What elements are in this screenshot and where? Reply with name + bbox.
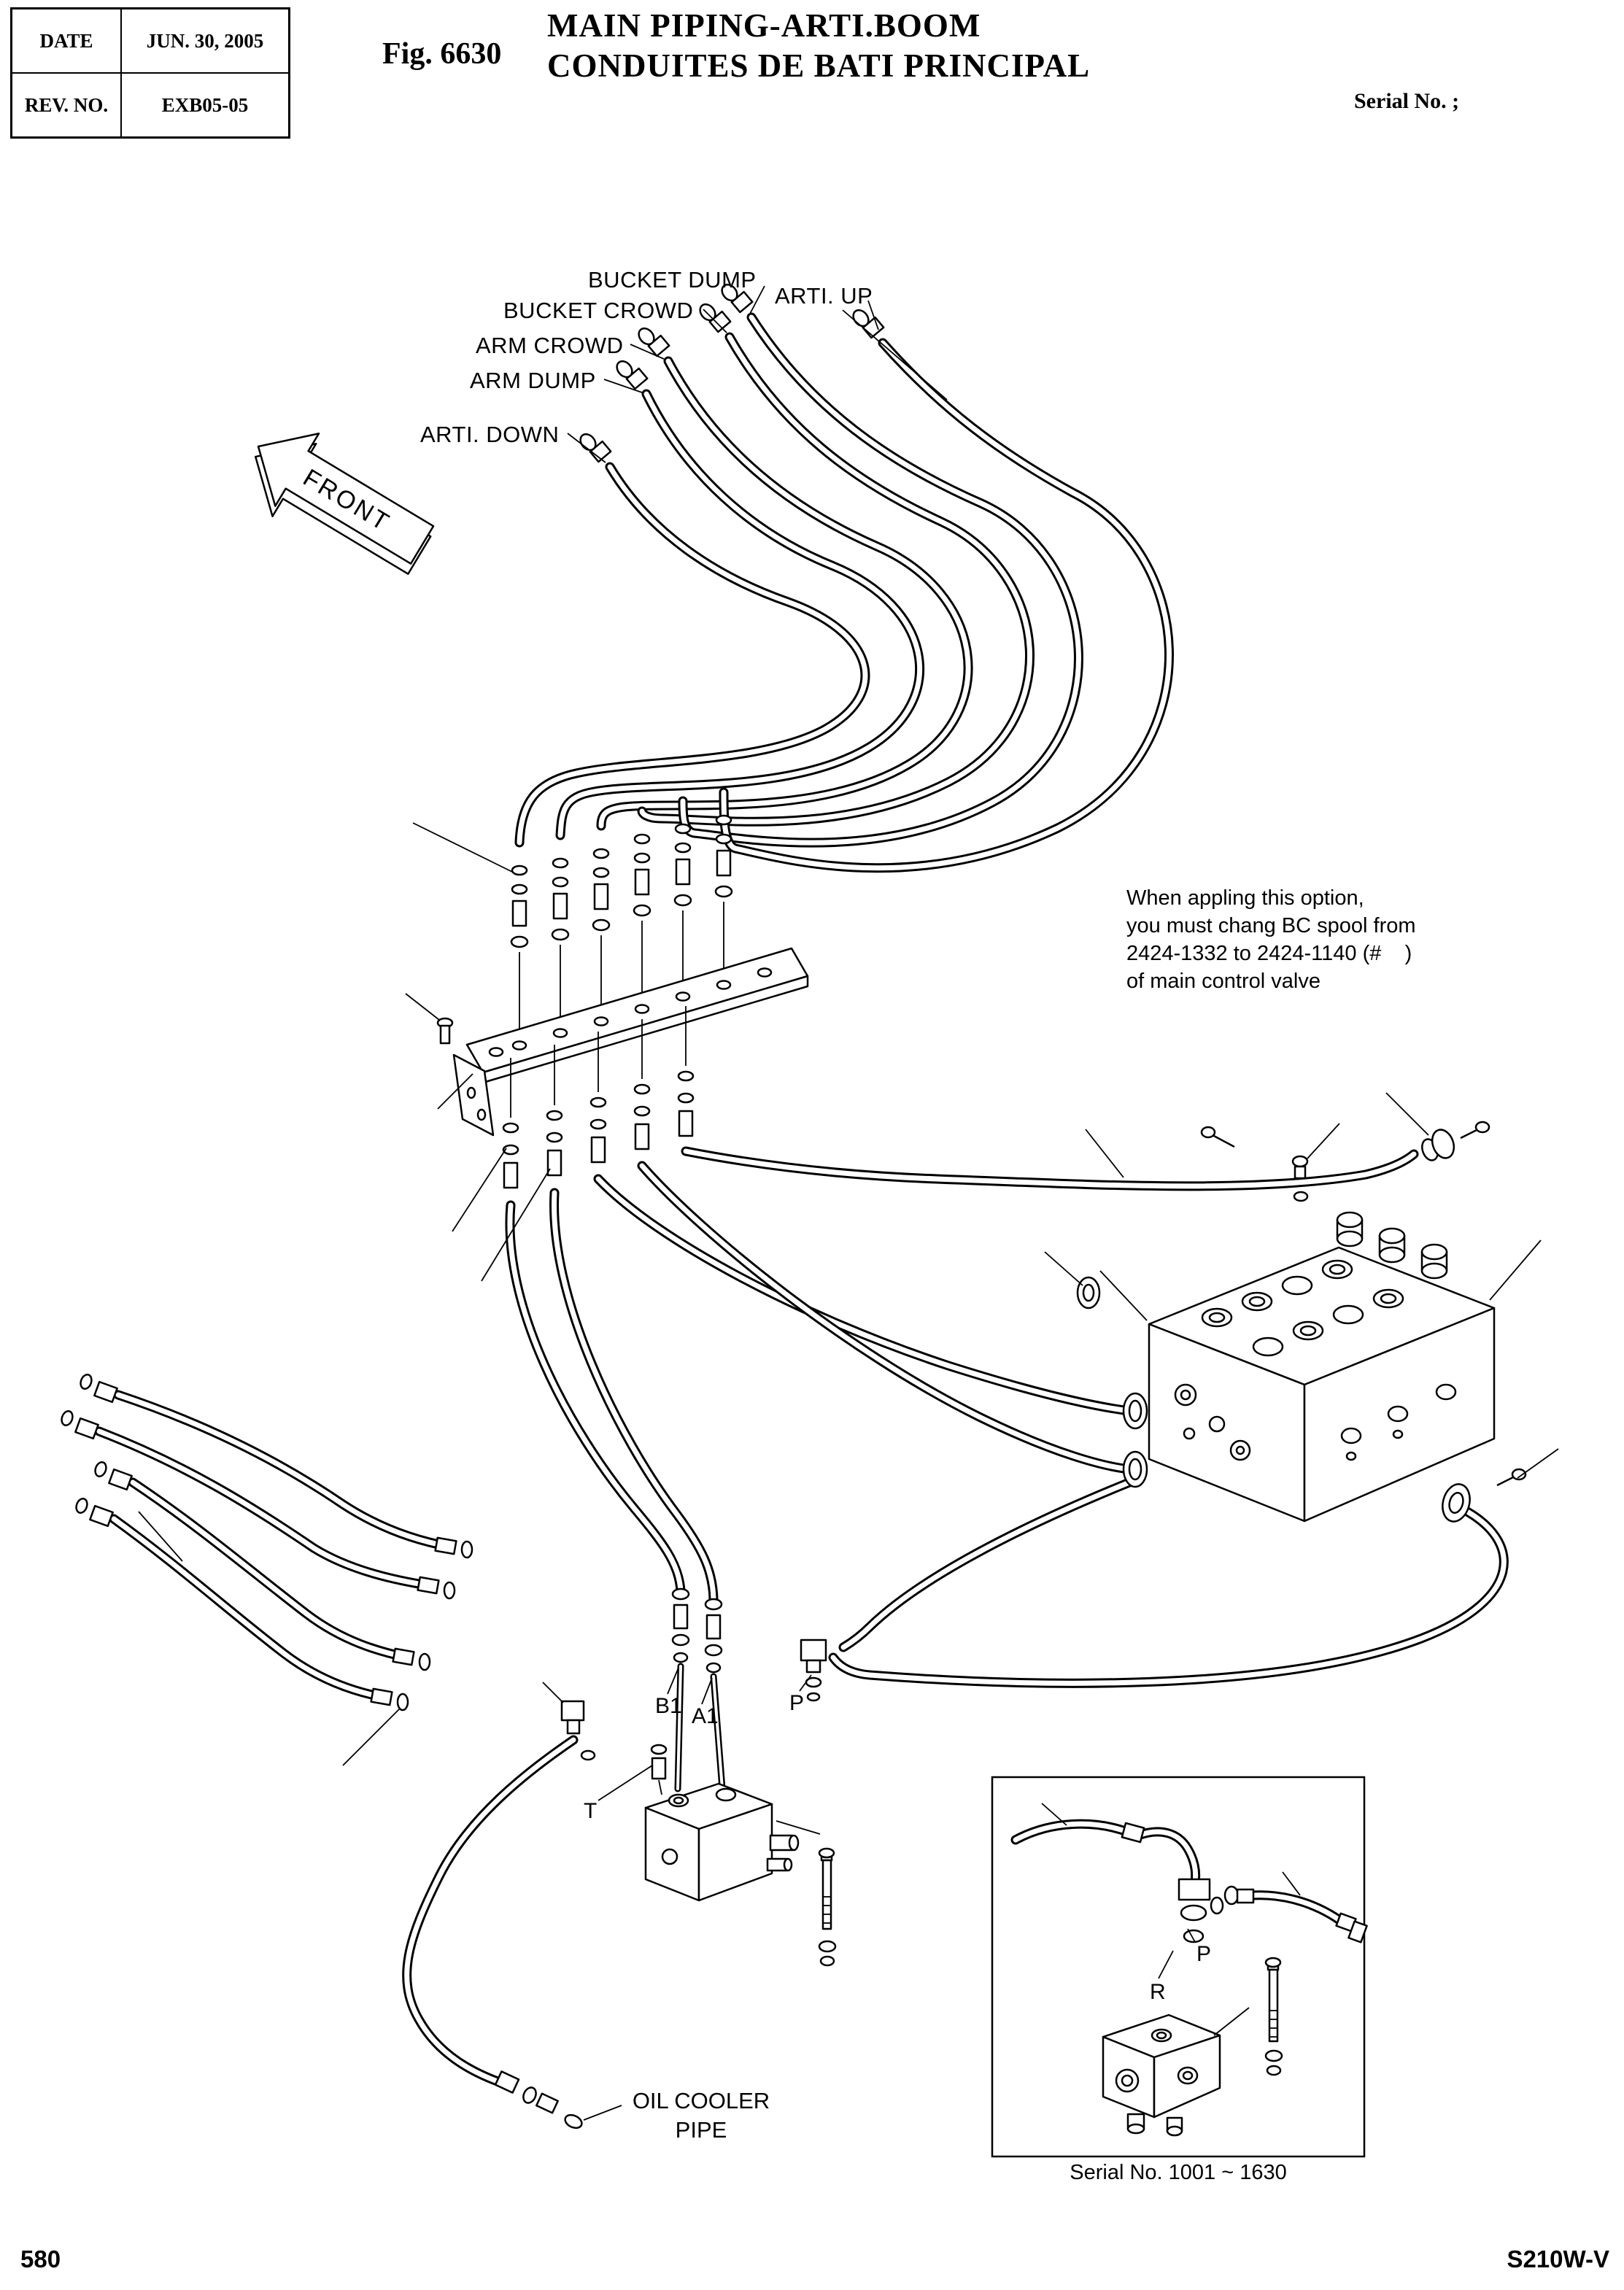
- inset-port-label-r: R: [1150, 1980, 1166, 2004]
- hose-end-fitting: [579, 283, 885, 463]
- label-bucket-dump: BUCKET DUMP: [588, 267, 757, 293]
- option-note: When appling this option, you must chang…: [1126, 884, 1416, 995]
- revision-row-date: DATE JUN. 30, 2005: [12, 9, 288, 72]
- valve-top-caps: [1336, 1211, 1448, 1280]
- inset-bolt: [1264, 1957, 1283, 2076]
- plug-fitting: [1291, 1155, 1309, 1202]
- plate-bolt: [436, 1017, 454, 1045]
- plate-fitting-stacks-upper: [510, 814, 733, 1037]
- port-label-p: P: [789, 1691, 804, 1715]
- page-title-fr: CONDUITES DE BATI PRINCIPAL: [547, 47, 1091, 84]
- page-number: 580: [20, 2245, 61, 2272]
- date-label: DATE: [12, 9, 122, 72]
- valve-left-ports: [1122, 1392, 1148, 1488]
- inset-hoses: [1016, 1823, 1368, 1943]
- valve-top-ports: [1201, 1259, 1404, 1357]
- inset-box: P R: [991, 1776, 1368, 2158]
- plate-fitting-stacks-lower: [502, 1006, 695, 1189]
- manifold-plate: [436, 947, 809, 1137]
- oil-cooler-pipe: [407, 1700, 596, 2130]
- port-label-b1: B1: [655, 1694, 682, 1718]
- note-line-3: 2424-1332 to 2424-1140 (# ): [1126, 942, 1412, 965]
- revno-label: REV. NO.: [12, 74, 122, 136]
- figure-number: Fig. 6630: [382, 37, 502, 71]
- valve-face-ports: [1174, 1383, 1457, 1461]
- flange-fitting: [1421, 1121, 1490, 1161]
- model-code: S210W-V: [1507, 2245, 1609, 2272]
- note-line-2: you must chang BC spool from: [1126, 914, 1416, 937]
- oil-cooler-line-1: OIL COOLER: [632, 2088, 770, 2113]
- front-arrow: FRONT: [254, 432, 435, 575]
- inset-valve: [1102, 2014, 1221, 2137]
- revision-row-revno: REV. NO. EXB05-05: [12, 72, 288, 136]
- date-value: JUN. 30, 2005: [146, 29, 264, 52]
- leader-lines: [138, 285, 1559, 2121]
- mounting-bolt: [818, 1847, 837, 1967]
- bottom-valve: [644, 1744, 837, 1967]
- page-title-en: MAIN PIPING-ARTI.BOOM: [547, 7, 981, 44]
- mid-hoses: [510, 1121, 1527, 1683]
- top-hose-bundle: [519, 283, 1169, 868]
- hose-end-fitting: [61, 1374, 473, 1711]
- valve-bolt: [1200, 1126, 1235, 1148]
- page-title: MAIN PIPING-ARTI.BOOM CONDUITES DE BATI …: [547, 6, 1090, 86]
- t-port-fitting: [650, 1744, 668, 1795]
- label-arti-up: ARTI. UP: [775, 283, 873, 309]
- b1-a1-fittings: [671, 1587, 722, 1789]
- main-control-valve: [1122, 1126, 1496, 1523]
- left-hose-bundle: [61, 1374, 473, 1711]
- flange-fitting: [1442, 1468, 1527, 1523]
- oil-cooler-line-2: PIPE: [675, 2117, 727, 2143]
- p-port-fitting: [800, 1639, 827, 1702]
- flange-fitting: [1076, 1276, 1101, 1310]
- port-label-t: T: [584, 1799, 597, 1823]
- label-arm-crowd: ARM CROWD: [476, 333, 624, 358]
- revision-table: DATE JUN. 30, 2005 REV. NO. EXB05-05: [10, 7, 290, 139]
- inset-port-label-p: P: [1196, 1942, 1211, 1966]
- label-bucket-crowd: BUCKET CROWD: [503, 298, 694, 323]
- revno-value: EXB05-05: [161, 93, 249, 116]
- serial-number: Serial No. ;: [1354, 89, 1460, 113]
- label-arm-dump: ARM DUMP: [470, 368, 596, 393]
- inset-serial-caption: Serial No. 1001 ~ 1630: [1070, 2161, 1287, 2184]
- note-line-4: of main control valve: [1126, 970, 1321, 993]
- label-oil-cooler-pipe: OIL COOLER PIPE: [617, 2086, 785, 2145]
- port-label-a1: A1: [692, 1704, 719, 1728]
- note-line-1: When appling this option,: [1126, 886, 1364, 910]
- label-arti-down: ARTI. DOWN: [420, 422, 560, 447]
